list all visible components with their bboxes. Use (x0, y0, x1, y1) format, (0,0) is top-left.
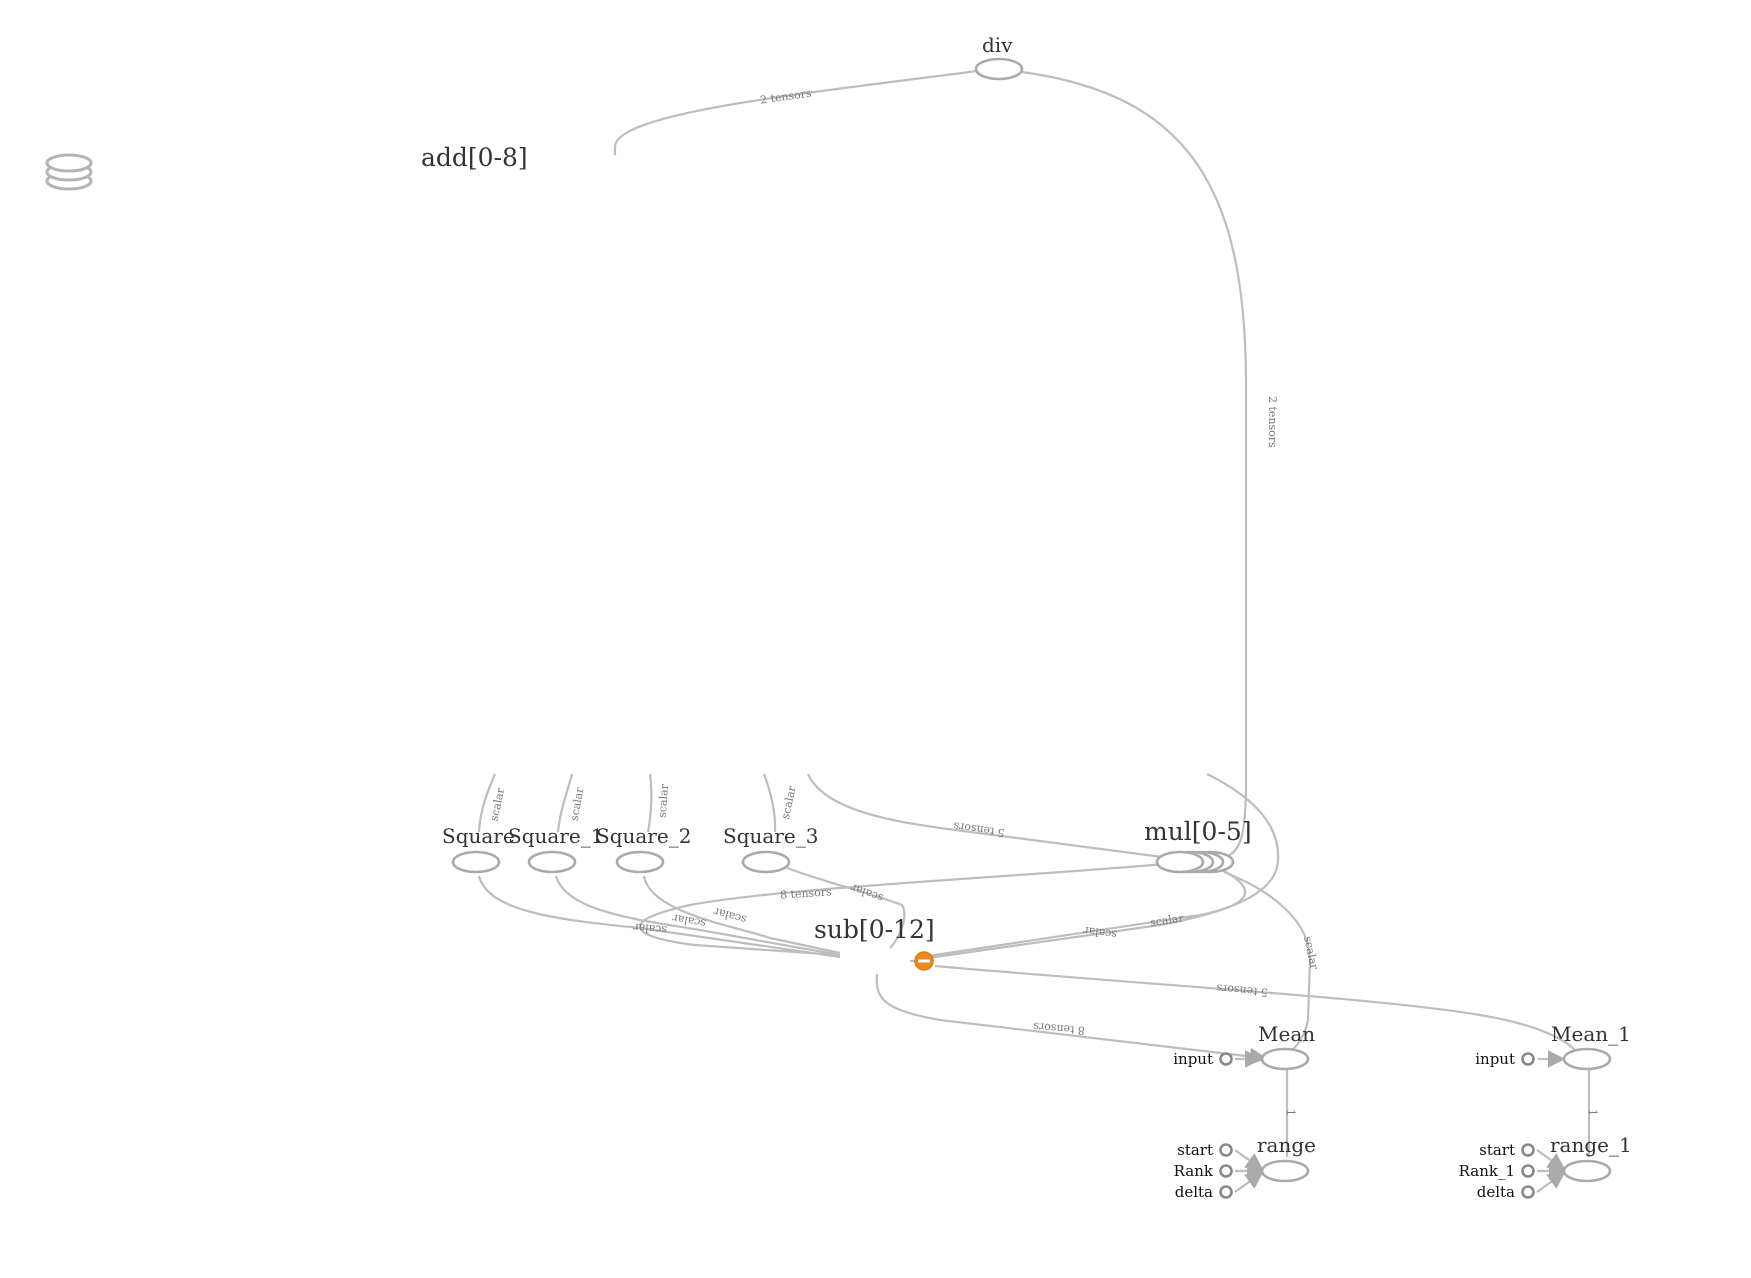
node-square-2[interactable]: Square_2 (596, 824, 691, 874)
node-range-1[interactable]: range_1 (1550, 1133, 1632, 1183)
range-delta-stub[interactable]: delta (1175, 1183, 1233, 1201)
mean-input-stub[interactable]: input (1173, 1050, 1233, 1068)
group-label-mul[interactable]: mul[0-5] (1144, 817, 1252, 846)
edge-label-add-mul: 5 tensors (952, 819, 1005, 839)
node-square[interactable]: Square (442, 824, 515, 874)
input-label-range-delta: delta (1175, 1183, 1213, 1201)
node-label-square-3: Square_3 (723, 824, 818, 848)
range-1-start-stub[interactable]: start (1479, 1141, 1535, 1159)
edge-square-sub (477, 875, 841, 959)
node-range[interactable]: range (1257, 1133, 1316, 1183)
node-label-div: div (982, 33, 1013, 57)
edge-add-mul (806, 773, 1171, 860)
edge-label-mul-mean: scalar (1301, 935, 1321, 971)
edge-mul-mean (1223, 870, 1312, 1051)
input-label-range-rank: Rank (1174, 1162, 1214, 1180)
edge-label-square1-sub: scalar (671, 911, 707, 930)
node-label-square-1: Square_1 (508, 824, 603, 848)
edges (477, 69, 1591, 1193)
node-label-mean-1: Mean_1 (1551, 1022, 1631, 1046)
edge-label-sub-scalar-b: scalar (1149, 912, 1185, 930)
edge-range1-delta (1536, 1171, 1566, 1193)
edge-label-sub-mean1: 5 tensors (1215, 981, 1268, 998)
node-square-1[interactable]: Square_1 (508, 824, 603, 874)
edge-square3-in (762, 773, 777, 833)
edge-label-mean1-range1: 1 (1586, 1109, 1599, 1116)
edge-square1-in (556, 773, 574, 833)
node-mean-1[interactable]: Mean_1 (1551, 1022, 1631, 1071)
node-label-mean: Mean (1258, 1022, 1315, 1046)
mean-1-input-stub[interactable]: input (1475, 1050, 1535, 1068)
edge-label-sub-mean: 8 tensors (1032, 1020, 1085, 1037)
input-label-range-1-delta: delta (1477, 1183, 1515, 1201)
node-label-range: range (1257, 1133, 1316, 1157)
range-1-delta-stub[interactable]: delta (1477, 1183, 1535, 1201)
edge-sub-mean (875, 973, 1268, 1066)
edge-label-div-mul: 2 tensors (1266, 396, 1279, 448)
node-label-range-1: range_1 (1550, 1133, 1632, 1157)
edge-label-mean-range: 1 (1284, 1109, 1297, 1116)
database-stack-icon (45, 153, 93, 191)
edge-mul-sub (638, 862, 1166, 957)
edge-label-mul-sub: 8 tensors (780, 885, 833, 902)
node-mean[interactable]: Mean (1258, 1022, 1315, 1071)
group-label-sub[interactable]: sub[0-12] (814, 915, 935, 944)
edge-mul-sub-scalar (927, 869, 1246, 958)
edge-square1-sub (554, 875, 841, 957)
edge-square-in (477, 773, 497, 833)
input-label-mean: input (1173, 1050, 1213, 1068)
node-label-square: Square (442, 824, 515, 848)
group-label-add[interactable]: add[0-8] (421, 143, 528, 172)
range-start-stub[interactable]: start (1177, 1141, 1233, 1159)
node-div[interactable]: div (974, 33, 1024, 81)
range-rank-stub[interactable]: Rank (1174, 1162, 1233, 1180)
minus-op-icon[interactable] (910, 951, 934, 971)
edge-label-square3-scalar: scalar (779, 784, 799, 820)
edge-label-square1-scalar: scalar (568, 786, 587, 822)
edge-label-square-scalar: scalar (487, 786, 507, 822)
edge-range-delta (1234, 1171, 1264, 1193)
edge-label-div-add: 2 tensors (759, 87, 812, 107)
input-label-range-1-start: start (1479, 1141, 1515, 1159)
edge-labels: 2 tensors 2 tensors scalar scalar scalar… (487, 87, 1599, 1116)
edge-sub-mean1 (934, 964, 1576, 1051)
input-label-range-start: start (1177, 1141, 1213, 1159)
input-label-range-1-rank: Rank_1 (1459, 1162, 1515, 1180)
edge-square2-in (646, 773, 653, 833)
edge-square2-sub (642, 875, 841, 955)
node-square-3[interactable]: Square_3 (723, 824, 818, 874)
edge-div-mul (1021, 70, 1248, 859)
node-label-square-2: Square_2 (596, 824, 691, 848)
edge-label-square-sub: scalar (632, 921, 667, 937)
edge-div-add (613, 69, 978, 155)
edge-label-square2-scalar: scalar (656, 783, 671, 818)
edge-square3-sub (786, 866, 906, 949)
input-label-mean-1: input (1475, 1050, 1515, 1068)
range-1-rank-stub[interactable]: Rank_1 (1459, 1162, 1535, 1180)
node-mul-group[interactable] (1155, 850, 1235, 874)
edge-label-sub-scalar-a: scalar (1082, 924, 1118, 942)
